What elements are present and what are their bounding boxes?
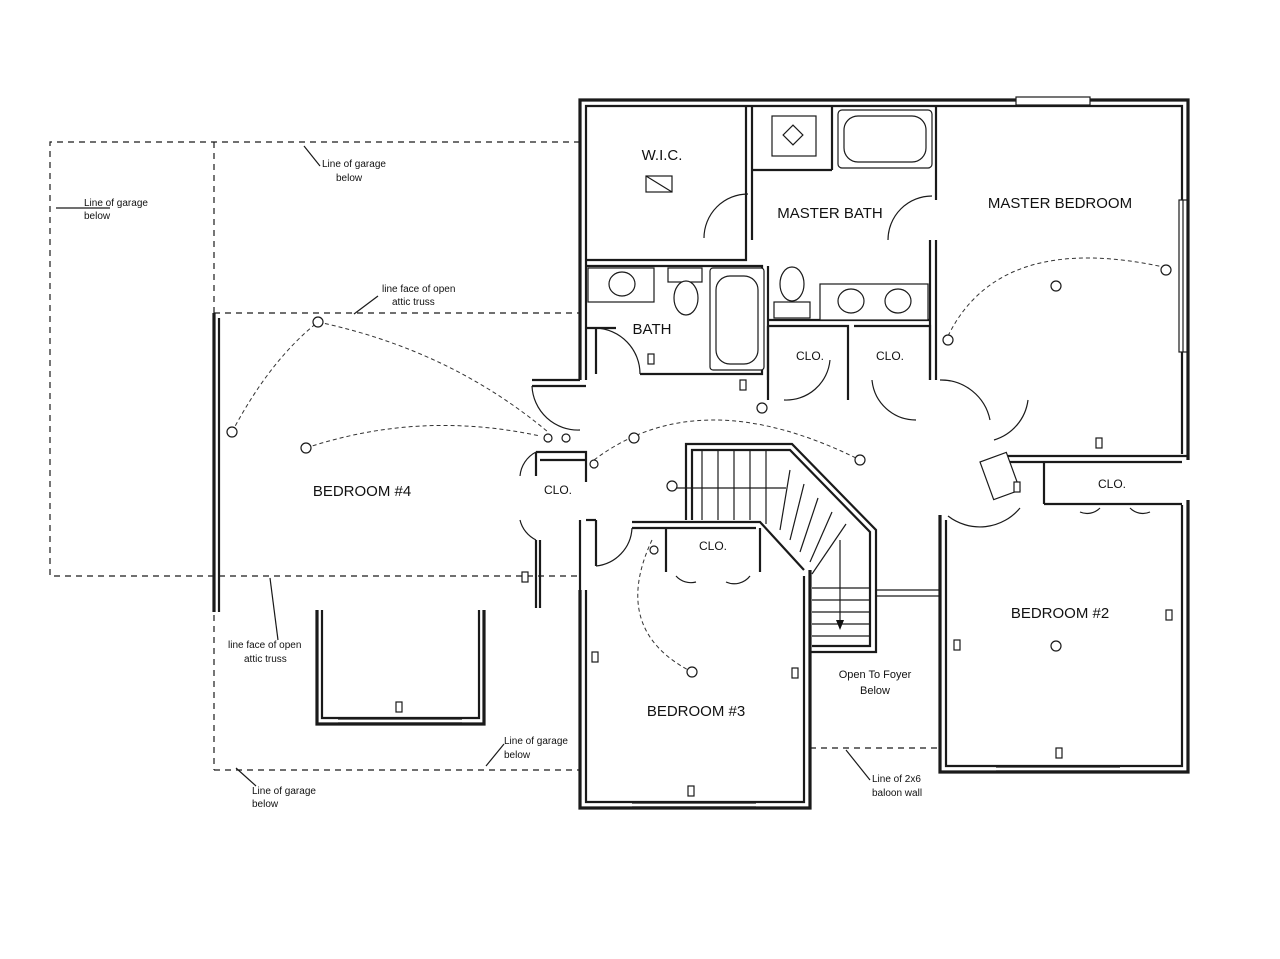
electrical xyxy=(226,257,1173,797)
note-attic-bottom-1: line face of open xyxy=(228,640,301,651)
label-clo-master-1: CLO. xyxy=(796,349,824,363)
label-bedroom-4: BEDROOM #4 xyxy=(313,483,411,500)
note-attic-bottom-2: attic truss xyxy=(244,654,287,665)
label-master-bedroom: MASTER BEDROOM xyxy=(988,195,1132,212)
stairs xyxy=(676,450,870,637)
note-garage-top-1: Line of garage xyxy=(322,159,386,170)
note-garage-bottom-left-1: Line of garage xyxy=(252,786,316,797)
note-garage-top-2: below xyxy=(336,173,363,184)
fixtures xyxy=(587,109,933,371)
label-bedroom-3: BEDROOM #3 xyxy=(647,703,745,720)
label-master-bath: MASTER BATH xyxy=(777,205,883,222)
label-wic: W.I.C. xyxy=(642,147,683,164)
doors xyxy=(519,193,1151,585)
label-clo-master-2: CLO. xyxy=(876,349,904,363)
note-attic-top-2: attic truss xyxy=(392,297,435,308)
note-attic-top-1: line face of open xyxy=(382,284,455,295)
label-bath: BATH xyxy=(633,321,672,338)
notes: Line of garage below Line of garage belo… xyxy=(84,159,922,810)
note-foyer-1: Open To Foyer xyxy=(839,669,912,681)
interior-walls xyxy=(532,106,1188,654)
note-garage-bottom-right-1: Line of garage xyxy=(504,736,568,747)
room-labels: W.I.C. MASTER BATH MASTER BEDROOM BATH C… xyxy=(313,147,1132,720)
note-foyer-2: Below xyxy=(860,685,890,697)
garage-outline xyxy=(49,141,940,771)
label-clo-bedroom-4: CLO. xyxy=(544,483,572,497)
label-clo-bedroom-3: CLO. xyxy=(699,539,727,553)
note-balloon-wall-1: Line of 2x6 xyxy=(872,774,921,785)
note-balloon-wall-2: baloon wall xyxy=(872,788,922,799)
note-garage-bottom-right-2: below xyxy=(504,750,531,761)
note-garage-bottom-left-2: below xyxy=(252,799,279,810)
label-bedroom-2: BEDROOM #2 xyxy=(1011,605,1109,622)
label-clo-bedroom-2: CLO. xyxy=(1098,477,1126,491)
note-garage-left-1: Line of garage xyxy=(84,198,148,209)
exterior-walls xyxy=(212,96,1190,810)
note-garage-left-2: below xyxy=(84,211,111,222)
note-leaders xyxy=(56,145,871,787)
